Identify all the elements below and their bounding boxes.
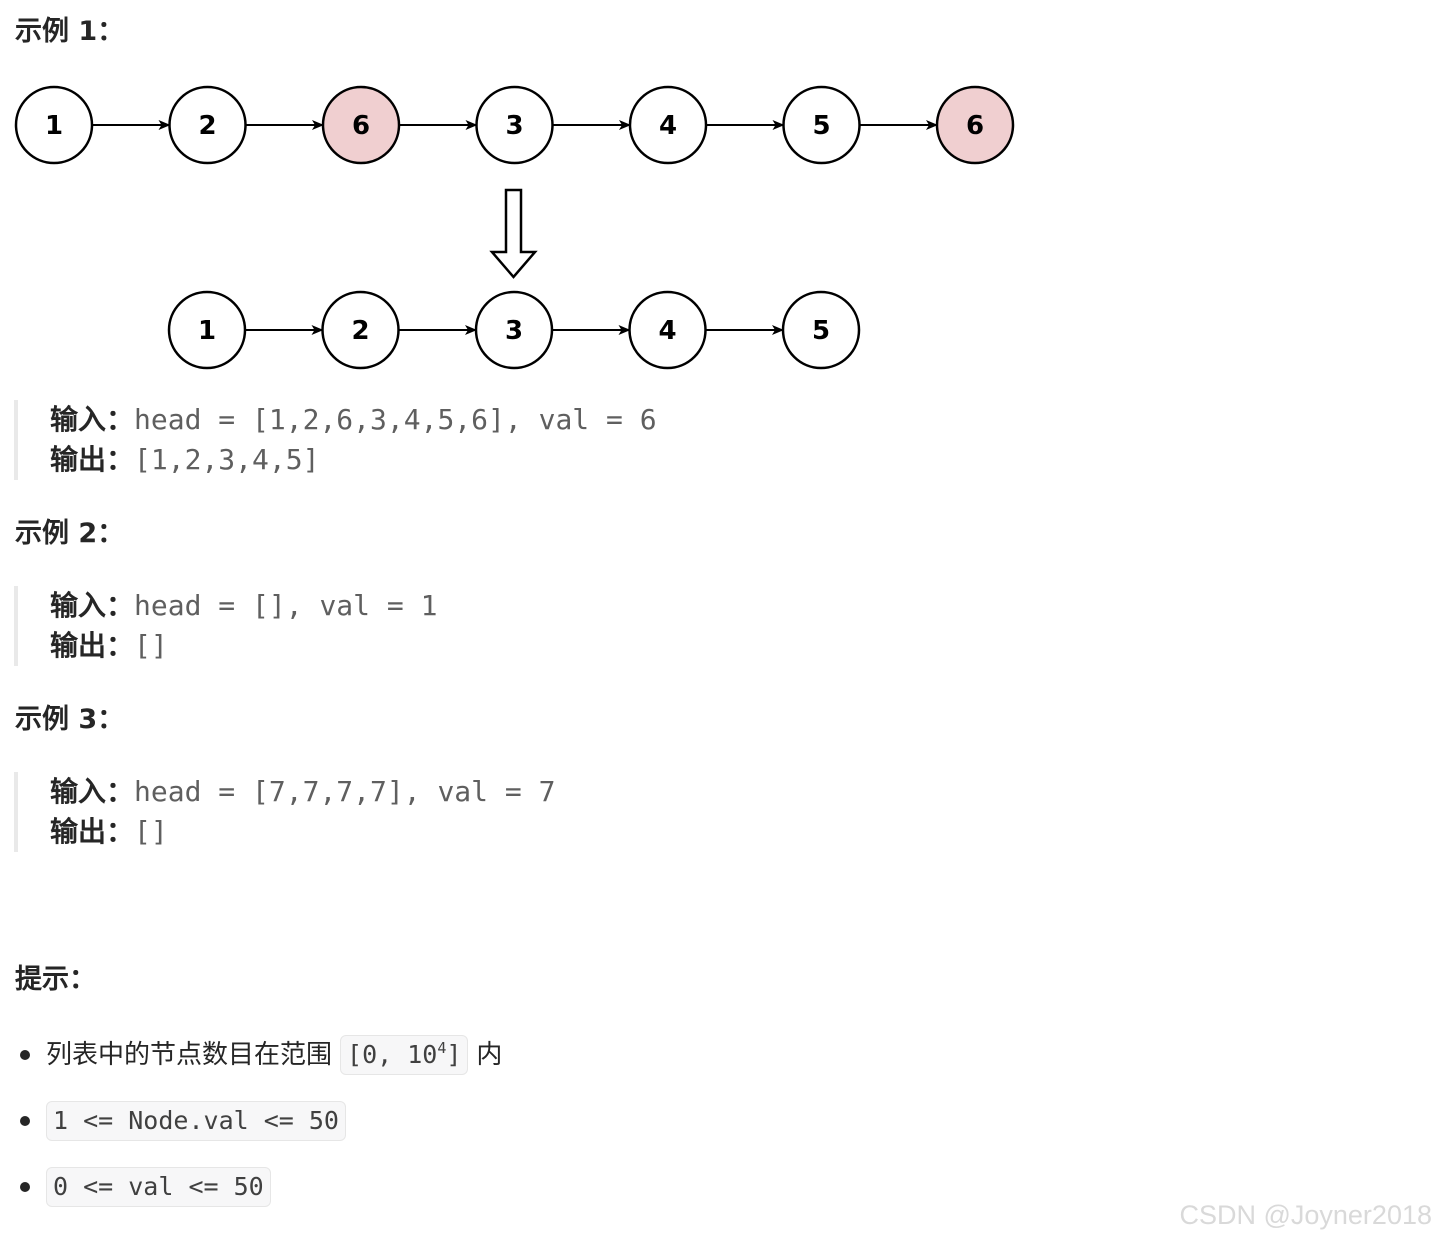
input-list-node-value: 6: [352, 111, 370, 141]
output-list-node-value: 5: [812, 316, 830, 346]
example-3-output-line: 输出：[]: [50, 812, 555, 852]
example-2-heading: 示例 2：: [15, 518, 125, 549]
example-3-input-line: 输入：head = [7,7,7,7], val = 7: [50, 772, 555, 812]
input-label: 输入：: [50, 775, 135, 808]
output-list-node-value: 2: [351, 316, 369, 346]
example-1-heading: 示例 1：: [15, 16, 125, 47]
tip-1-code-start: [0, 10: [347, 1040, 438, 1069]
example-1-input-value: head = [1,2,6,3,4,5,6], val = 6: [134, 403, 657, 436]
tip-1-exponent: 4: [437, 1039, 447, 1057]
output-label: 输出：: [50, 629, 135, 662]
example-1-input-line: 输入：head = [1,2,6,3,4,5,6], val = 6: [50, 400, 657, 440]
example-2-input-line: 输入：head = [], val = 1: [50, 586, 437, 626]
tip-1-text: 列表中的节点数目在范围: [46, 1040, 333, 1070]
input-label: 输入：: [50, 589, 135, 622]
tip-2-code: 1 <= Node.val <= 50: [46, 1101, 346, 1141]
bullet-icon: [20, 1050, 30, 1060]
example-3-io-block: 输入：head = [7,7,7,7], val = 7 输出：[]: [14, 772, 555, 852]
tip-text: 列表中的节点数目在范围 [0, 104] 内: [46, 1034, 502, 1076]
csdn-watermark: CSDN @Joyner2018: [1179, 1200, 1432, 1230]
example-3-input-value: head = [7,7,7,7], val = 7: [134, 775, 556, 808]
input-list-node: [935, 85, 1015, 165]
tip-1-code-end: ]: [446, 1040, 462, 1069]
example-3-heading: 示例 3：: [15, 704, 125, 735]
example-1-io-block: 输入：head = [1,2,6,3,4,5,6], val = 6 输出：[1…: [14, 400, 657, 480]
input-list-node-value: 2: [198, 111, 216, 141]
input-list-node-value: 4: [659, 111, 677, 141]
input-list-node-value: 6: [966, 111, 984, 141]
output-list-node: [781, 290, 861, 370]
input-list-node-value: 3: [505, 111, 523, 141]
example-2-input-value: head = [], val = 1: [134, 589, 438, 622]
linked-list-diagram: 1 2 6 3 4 5 6 1 2 3 4 5: [14, 85, 1015, 370]
tips-heading: 提示：: [15, 964, 96, 995]
output-list-node-value: 4: [658, 316, 676, 346]
output-label: 输出：: [50, 443, 135, 476]
tip-text: 0 <= val <= 50: [46, 1166, 279, 1208]
input-list-node-value: 5: [812, 111, 830, 141]
tip-1-suffix: 内: [476, 1040, 503, 1070]
output-list-node-value: 1: [198, 316, 216, 346]
tip-text: 1 <= Node.val <= 50: [46, 1100, 354, 1142]
example-3-output-value: []: [134, 815, 168, 848]
input-list-node-value: 1: [45, 111, 63, 141]
tip-1-range-code: [0, 104]: [340, 1035, 469, 1075]
output-list-nodes: 1 2 3 4 5: [167, 290, 861, 370]
output-list-node-value: 3: [505, 316, 523, 346]
transform-down-arrow-icon: [489, 188, 538, 279]
bullet-icon: [20, 1182, 30, 1192]
input-label: 输入：: [50, 403, 135, 436]
example-1-output-line: 输出：[1,2,3,4,5]: [50, 440, 657, 480]
example-2-output-value: []: [134, 629, 168, 662]
example-2-output-line: 输出：[]: [50, 626, 437, 666]
example-1-output-value: [1,2,3,4,5]: [134, 443, 320, 476]
tip-3-code: 0 <= val <= 50: [46, 1167, 271, 1207]
example-2-io-block: 输入：head = [], val = 1 输出：[]: [14, 586, 437, 666]
input-list-nodes: 1 2 6 3 4 5 6: [14, 85, 1015, 165]
output-label: 输出：: [50, 815, 135, 848]
bullet-icon: [20, 1116, 30, 1126]
